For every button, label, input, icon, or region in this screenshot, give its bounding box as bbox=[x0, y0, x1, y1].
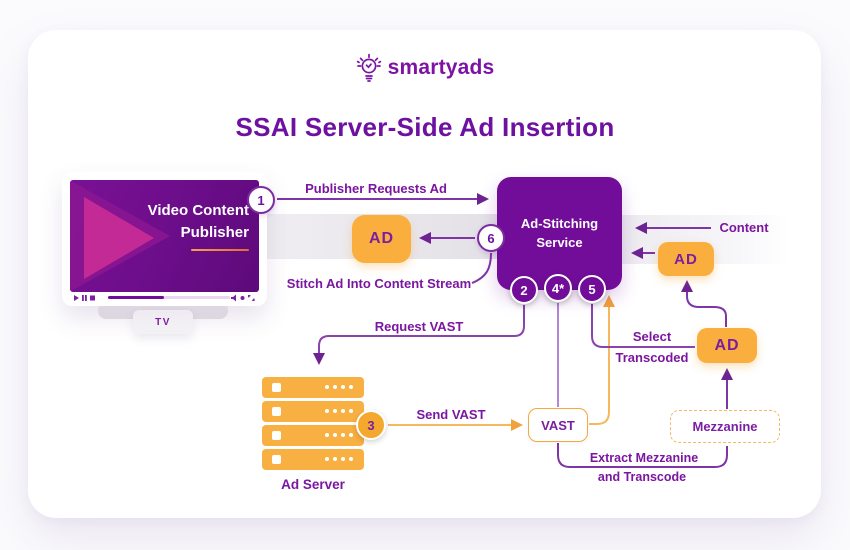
ad-chip-in-stream: AD bbox=[352, 215, 411, 263]
progress-bar[interactable] bbox=[108, 296, 230, 299]
player-controls bbox=[70, 291, 259, 304]
label-content: Content bbox=[719, 220, 769, 235]
service-label-line1: Ad-Stitching bbox=[520, 215, 599, 231]
page-title: SSAI Server-Side Ad Insertion bbox=[235, 112, 615, 142]
rack-led-dots bbox=[325, 433, 353, 437]
rack-drive-icon bbox=[272, 383, 281, 392]
rack-drive-icon bbox=[272, 407, 281, 416]
step-badge-2: 2 bbox=[510, 276, 538, 304]
rack-drive-icon bbox=[272, 431, 281, 440]
step-badge-6: 6 bbox=[477, 224, 505, 252]
label-request-vast: Request VAST bbox=[374, 319, 464, 334]
ad-chip-transcoded: AD bbox=[697, 328, 757, 363]
label-extract-mezzanine-line1: Extract Mezzanine bbox=[589, 451, 699, 465]
rack-led-dots bbox=[325, 409, 353, 413]
label-send-vast: Send VAST bbox=[416, 407, 486, 422]
brand-logo-text: smartyads bbox=[387, 56, 495, 79]
volume-settings-fullscreen-icons bbox=[231, 294, 255, 302]
label-select-transcoded-line2: Transcoded bbox=[615, 350, 689, 365]
ad-server-node bbox=[262, 377, 364, 473]
tv-set-top-box: TV bbox=[133, 310, 193, 334]
label-stitch-ad: Stitch Ad Into Content Stream bbox=[286, 276, 472, 291]
server-rack bbox=[262, 377, 364, 398]
ad-server-label: Ad Server bbox=[281, 477, 345, 492]
video-content-publisher-title: Video Content Publisher bbox=[148, 200, 249, 251]
server-rack bbox=[262, 401, 364, 422]
screen-title-line1: Video Content bbox=[147, 202, 249, 219]
step-badge-4: 4* bbox=[544, 274, 572, 302]
brand-logo: smartyads bbox=[0, 50, 850, 86]
title-underline bbox=[191, 248, 249, 251]
ad-stitching-service-node: Ad-Stitching Service bbox=[497, 177, 622, 290]
tv-monitor: Video Content Publisher bbox=[62, 172, 267, 306]
rack-drive-icon bbox=[272, 455, 281, 464]
server-rack bbox=[262, 425, 364, 446]
lightbulb-icon bbox=[356, 53, 381, 82]
rack-led-dots bbox=[325, 457, 353, 461]
step-badge-5: 5 bbox=[578, 275, 606, 303]
video-player-screen: Video Content Publisher bbox=[70, 180, 259, 292]
label-select-transcoded-line1: Select bbox=[632, 329, 672, 344]
label-extract-mezzanine-line2: and Transcode bbox=[597, 470, 687, 484]
mezzanine-node: Mezzanine bbox=[670, 410, 780, 443]
play-pause-stop-icons bbox=[74, 295, 95, 301]
screen-title-line2: Publisher bbox=[180, 223, 249, 241]
tv-label: TV bbox=[155, 316, 171, 328]
step-badge-1: 1 bbox=[247, 186, 275, 214]
service-label-line2: Service bbox=[536, 234, 583, 250]
step-badge-3: 3 bbox=[356, 410, 386, 440]
progress-fill bbox=[108, 296, 164, 299]
label-publisher-requests-ad: Publisher Requests Ad bbox=[305, 181, 447, 196]
rack-led-dots bbox=[325, 385, 353, 389]
vast-node: VAST bbox=[528, 408, 588, 442]
server-rack bbox=[262, 449, 364, 470]
ad-chip-content-side: AD bbox=[658, 242, 714, 276]
